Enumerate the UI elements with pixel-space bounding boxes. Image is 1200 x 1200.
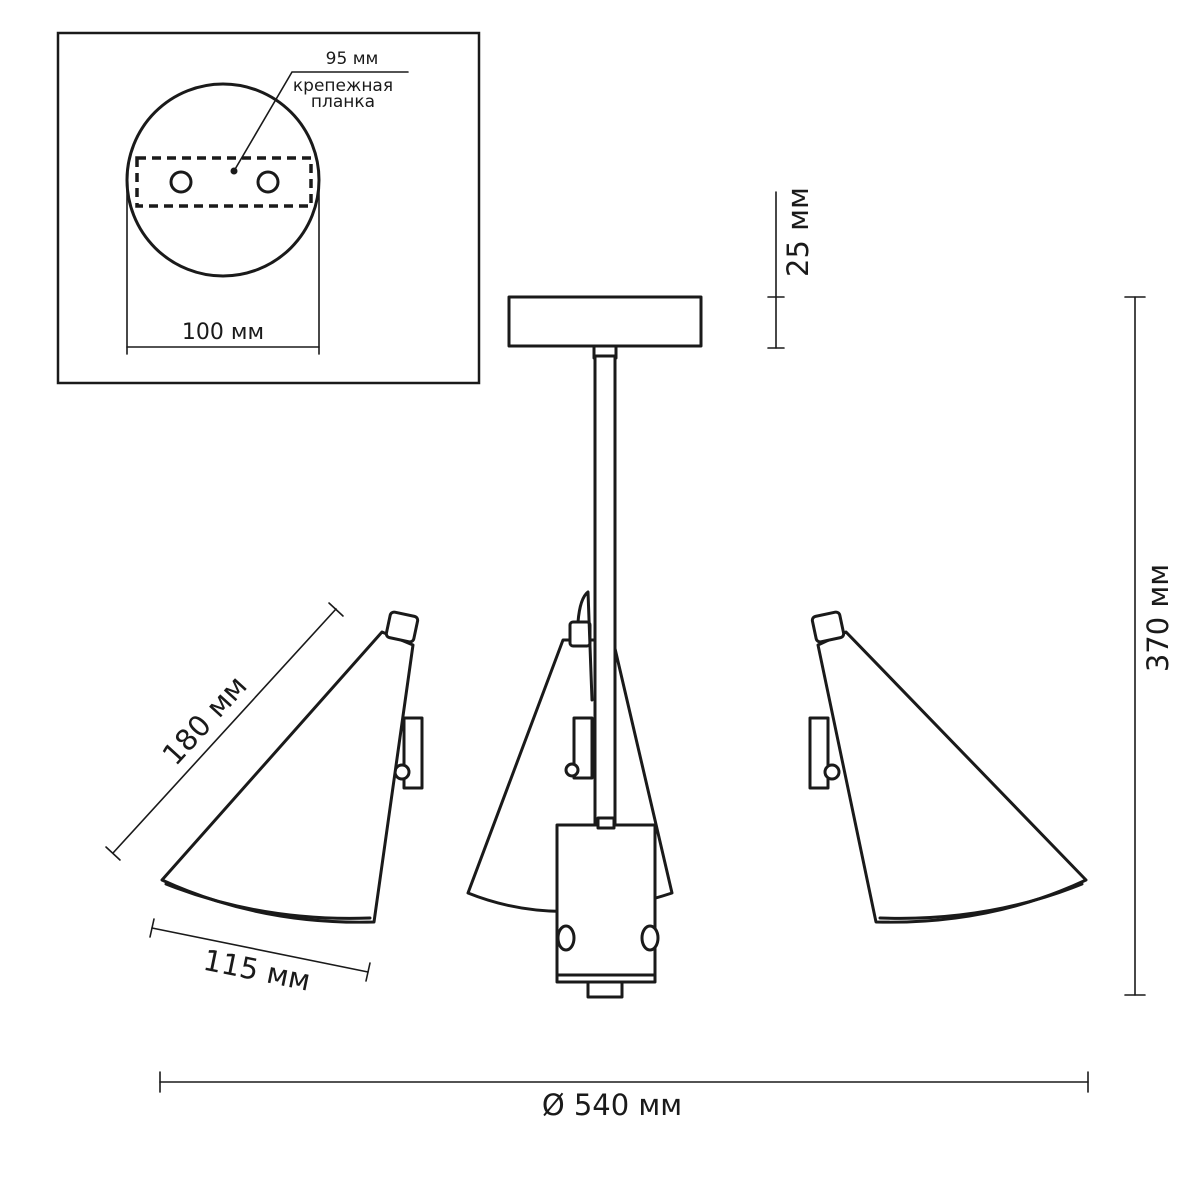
right-arm [650,589,837,941]
plate-name-label-line2: планка [311,92,375,112]
plate-name-label-line1: крепежная [293,76,393,96]
canopy-height-label: 25 мм [781,187,815,277]
ceiling-canopy [507,295,703,348]
central-body [555,823,657,984]
stem-rod [593,354,617,828]
mounting-hole-right [256,170,280,194]
mounting-plate [135,156,313,208]
diameter-label: Ø 540 мм [542,1088,682,1122]
shade-length-label: 180 мм [156,669,254,772]
leader-line [233,71,409,172]
lamp-outline [160,295,1088,999]
canopy-height-dimension: 25 мм [767,187,815,349]
mount-detail-inset: 95 мм крепежная планка 100 мм [56,31,481,385]
right-shade [808,610,1088,924]
plate-width-label: 95 мм [326,49,379,69]
total-height-label: 370 мм [1141,564,1175,672]
mounting-hole-left [169,170,193,194]
left-arm-joint [556,924,576,952]
inset-frame [56,31,481,385]
right-arm-joint [640,924,660,952]
shade-opening-dimension: 115 мм [149,918,371,998]
canopy-circle [125,82,321,278]
canopy-diameter-label: 100 мм [182,320,264,345]
shade-opening-label: 115 мм [201,943,314,998]
left-shade [160,610,424,924]
diameter-dimension: Ø 540 мм [159,1071,1089,1122]
total-height-dimension: 370 мм [1124,296,1175,996]
bottom-finial [586,980,624,999]
